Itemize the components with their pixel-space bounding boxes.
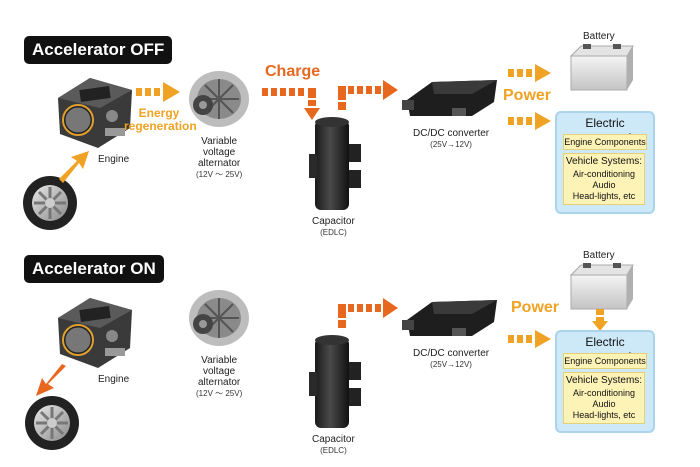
power-arrow — [508, 330, 551, 348]
tire-to-engine-arrow — [59, 151, 89, 183]
charge-arrow — [262, 88, 320, 120]
dcdc-converter-icon — [402, 300, 497, 336]
engine-components-box: Engine Components — [563, 134, 647, 150]
battery-icon — [569, 44, 634, 91]
capacitor-icon — [309, 335, 361, 428]
mode-label-on: Accelerator ON — [24, 255, 164, 283]
capacitor-to-dcdc-arrow — [338, 80, 398, 110]
capacitor-to-dcdc-arrow — [338, 298, 398, 328]
electric-components-panel-bottom: Electric components Engine Components Ve… — [555, 330, 655, 433]
capacitor-icon — [309, 117, 361, 210]
power-label-bottom: Power — [511, 299, 560, 316]
regen-arrow — [136, 82, 180, 102]
power-arrow-lower — [508, 112, 551, 130]
dcdc-label: DC/DC converter (25V→12V) — [413, 348, 490, 369]
alternator-icon — [189, 290, 249, 346]
engine-icon — [58, 298, 132, 368]
alternator-icon — [189, 71, 249, 127]
engine-components-box: Engine Components — [563, 353, 647, 369]
electric-components-panel-top: Electric components Engine Components Ve… — [555, 111, 655, 214]
engine-to-tire-arrow — [36, 364, 66, 396]
battery-label-bottom: Battery — [583, 250, 615, 261]
energy-regeneration-label: Energy regeneration — [124, 106, 197, 133]
engine-label: Engine — [98, 154, 130, 165]
power-label-top: Power — [503, 87, 552, 104]
engine-icon — [58, 78, 132, 148]
alternator-label: Variable voltage alternator (12V ～ 25V) — [196, 136, 243, 179]
capacitor-label: Capacitor (EDLC) — [312, 216, 355, 237]
mode-label-off: Accelerator OFF — [24, 36, 173, 64]
vehicle-systems-box: Vehicle Systems: Air-conditioning Audio … — [563, 153, 645, 205]
power-arrow-upper — [508, 64, 551, 82]
dcdc-label: DC/DC converter (25V→12V) — [413, 128, 490, 149]
battery-label-top: Battery — [583, 31, 615, 42]
dcdc-converter-icon — [402, 80, 497, 116]
alternator-label: Variable voltage alternator (12V ～ 25V) — [196, 355, 243, 398]
capacitor-label: Capacitor (EDLC) — [312, 434, 355, 455]
engine-label: Engine — [98, 374, 130, 385]
tire-icon — [25, 396, 79, 450]
charge-label: Charge — [265, 63, 321, 80]
vehicle-systems-box: Vehicle Systems: Air-conditioning Audio … — [563, 372, 645, 424]
battery-down-arrow — [592, 309, 608, 331]
tire-icon — [23, 176, 77, 230]
battery-icon — [569, 263, 634, 310]
